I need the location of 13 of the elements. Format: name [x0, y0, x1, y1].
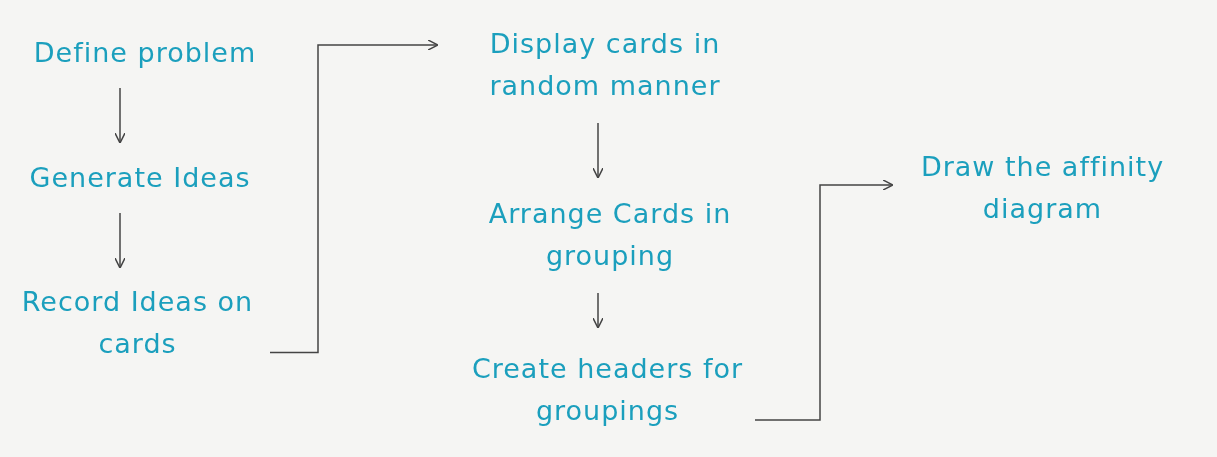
arrow	[592, 122, 604, 179]
step-text: Create headers for groupings	[470, 352, 745, 428]
step-text: Define problem	[33, 35, 257, 70]
step-text: Display cards in random manner	[488, 27, 722, 103]
arrow	[592, 292, 604, 329]
step-text: Arrange Cards in grouping	[487, 197, 733, 273]
arrow	[754, 179, 894, 421]
step-text: Draw the affinity diagram	[919, 149, 1166, 226]
step-text: Generate Ideas	[29, 160, 251, 195]
arrow	[114, 87, 126, 144]
arrow	[269, 39, 439, 354]
step-text: Record Ideas on cards	[20, 284, 255, 361]
arrow	[114, 212, 126, 269]
